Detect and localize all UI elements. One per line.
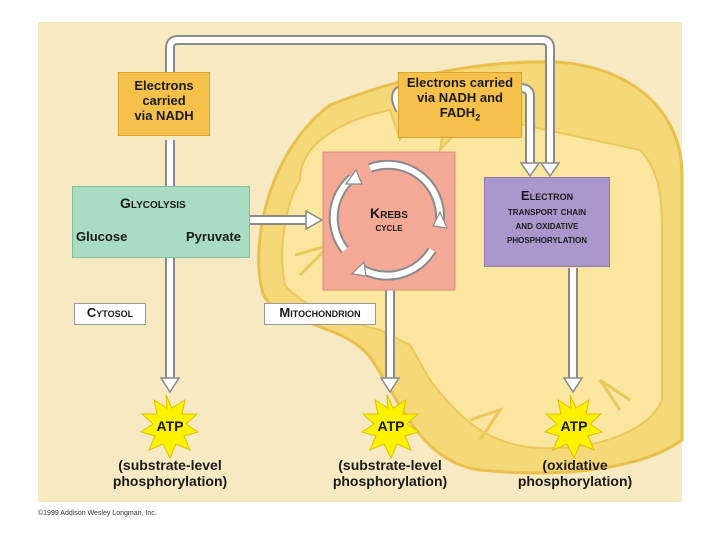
krebs-label: Krebs cycle <box>359 205 419 235</box>
glucose-label: Glucose <box>76 229 128 244</box>
electrons-nadh-fadh2-line2: via NADH and <box>417 89 503 105</box>
electrons-nadh-line2: carried <box>142 92 186 108</box>
fadh-subscript: 2 <box>475 112 481 123</box>
electrons-nadh-line1: Electrons <box>134 78 194 93</box>
atp-caption-middle: (substrate-level phosphorylation) <box>305 457 475 489</box>
etc-line2: transport chain <box>507 205 587 218</box>
electrons-nadh-fadh2-line1: Electrons carried <box>406 75 514 90</box>
fadh-text: FADH <box>439 104 476 120</box>
etc-box <box>484 177 610 267</box>
mitochondrion-label-box <box>264 303 376 325</box>
electrons-nadh-label: Electrons carried via NADH <box>118 78 210 124</box>
atp-caption-right-line1: (oxidative <box>542 457 608 473</box>
krebs-cycle-arrows <box>328 159 448 281</box>
arrowhead-etc-top <box>539 162 561 178</box>
atp-burst-right <box>543 394 604 460</box>
atp-label-middle: ATP <box>377 418 405 434</box>
atp-caption-right: (oxidative phosphorylation) <box>490 457 660 489</box>
atp-burst-left <box>139 394 200 460</box>
electrons-nadh-fadh2-label: Electrons carried via NADH and FADH2 <box>398 75 522 123</box>
crista-2 <box>598 378 631 411</box>
atp-caption-left-line2: phosphorylation) <box>112 473 228 490</box>
arrowhead-atp-left <box>159 377 181 394</box>
atp-caption-middle-line1: (substrate-level <box>338 457 442 473</box>
etc-line4: phosphorylation <box>506 234 587 247</box>
arrowhead-etc-inner <box>519 162 541 178</box>
atp-caption-left: (substrate-level phosphorylation) <box>85 457 255 489</box>
electrons-nadh-fadh2-line3: FADH2 <box>398 104 522 123</box>
krebs-line1: Krebs <box>370 205 408 221</box>
electrons-nadh-box <box>118 72 210 136</box>
krebs-box <box>322 151 456 291</box>
atp-label-right: ATP <box>560 418 588 434</box>
etc-label: Electron transport chain and oxidative p… <box>484 188 610 248</box>
etc-line3: and oxidative <box>515 220 579 233</box>
electrons-nadh-line3: via NADH <box>134 107 194 123</box>
atp-burst-middle <box>360 394 421 460</box>
crista-3 <box>469 407 504 441</box>
etc-line1: Electron <box>520 188 574 203</box>
cytosol-label: Cytosol <box>86 305 134 320</box>
mitochondrion-label: Mitochondrion <box>279 305 361 320</box>
atp-caption-right-line2: phosphorylation) <box>517 473 633 490</box>
atp-caption-left-line1: (substrate-level <box>118 457 222 473</box>
arrowhead-krebs <box>305 209 324 231</box>
arrowhead-atp-right <box>562 377 584 394</box>
electrons-nadh-fadh2-box <box>398 72 522 138</box>
arrowhead-atp-middle <box>379 377 401 394</box>
pyruvate-label: Pyruvate <box>186 229 241 244</box>
copyright-text: ©1999 Addison Wesley Longman, Inc. <box>38 510 157 517</box>
atp-caption-middle-line2: phosphorylation) <box>332 473 448 490</box>
glycolysis-box <box>72 186 250 258</box>
atp-label-left: ATP <box>156 418 184 434</box>
glycolysis-title: Glycolysis <box>120 195 186 211</box>
cytosol-label-box <box>74 303 146 325</box>
krebs-line2: cycle <box>375 220 403 235</box>
